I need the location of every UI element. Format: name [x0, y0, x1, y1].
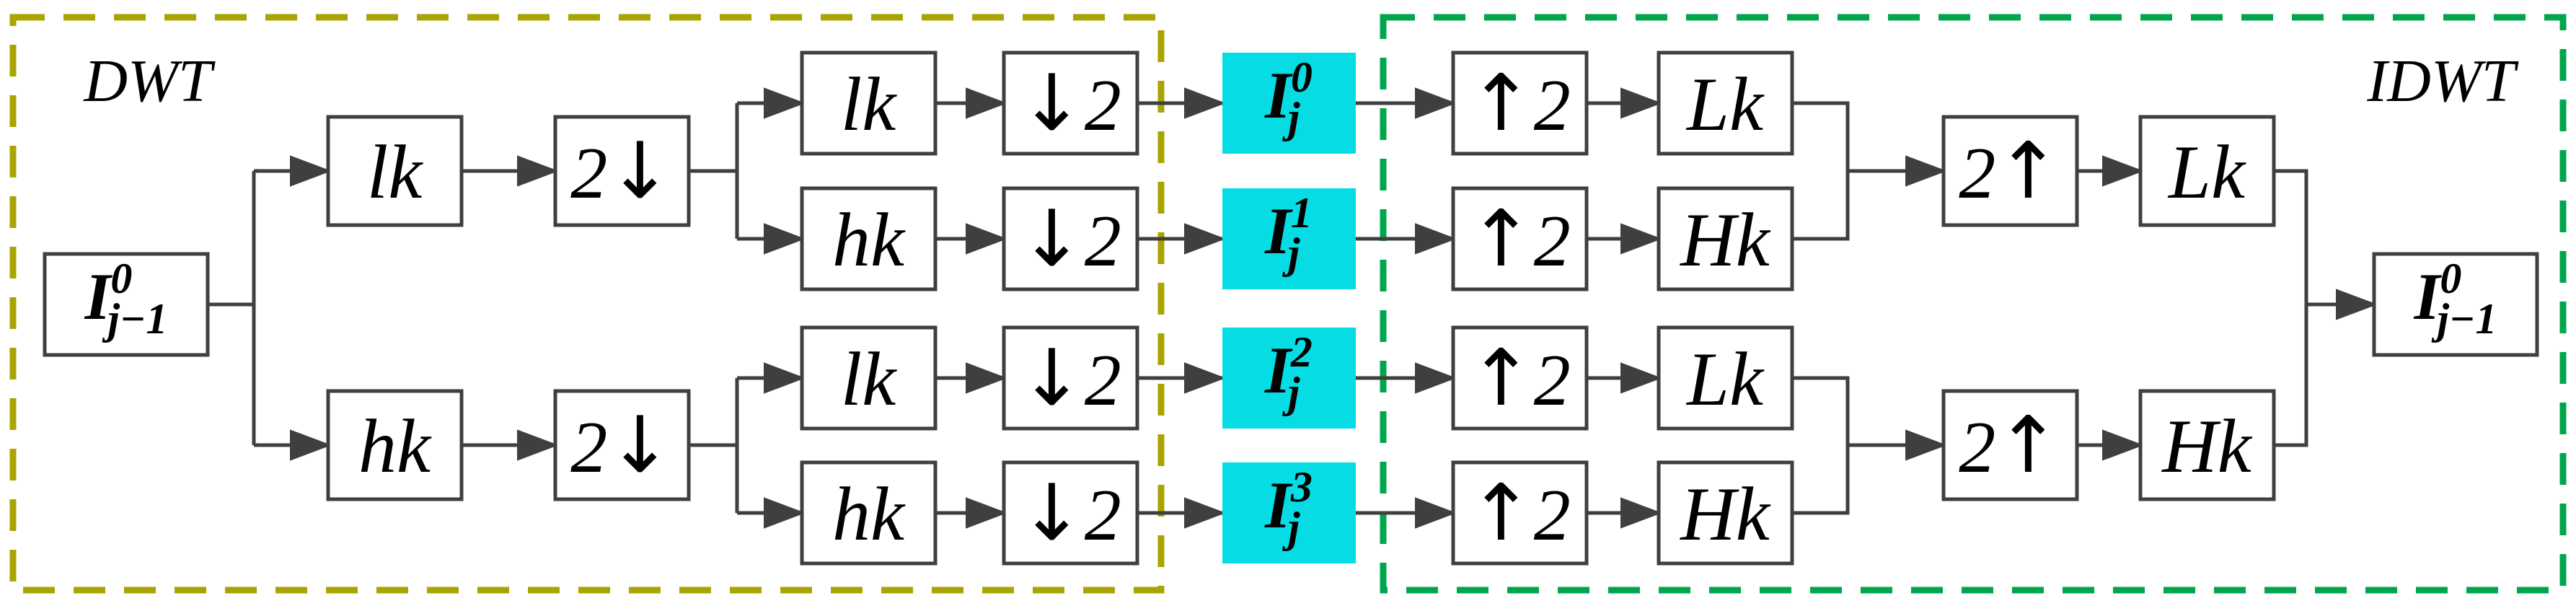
downsample1-bottom-box — [553, 389, 691, 501]
synthfilter-row3-label: Lk — [1685, 337, 1765, 421]
highpass2-label: Hk — [2161, 404, 2253, 488]
connectors — [208, 87, 2378, 529]
node-filter2-row3: lk — [800, 325, 938, 431]
node-upsample2-top: 2↑ — [1941, 115, 2079, 227]
lowpass2-label: Lk — [2167, 130, 2246, 214]
dwt-region-title: DWT — [83, 48, 216, 115]
filter2-row3-label: lk — [841, 337, 897, 421]
node-filter2-row2: hk — [800, 186, 938, 291]
node-lowpass-level1: lk — [326, 115, 464, 227]
node-upsample1-row2: ↑2 — [1451, 186, 1589, 291]
dwt-region-boundary — [9, 14, 1165, 594]
synthfilter-row1-label: Lk — [1685, 62, 1765, 146]
highpass2-box — [2138, 389, 2276, 501]
subband-1-box — [1222, 188, 1356, 289]
output-box — [2372, 252, 2539, 357]
node-highpass-level1: hk — [326, 389, 464, 501]
node-highpass-level2: Hk — [2138, 389, 2276, 501]
filter2-row3-box — [800, 325, 938, 431]
lowpass1-box — [326, 115, 464, 227]
node-synthfilter-row3: Lk — [1657, 325, 1794, 431]
node-filter2-row1: lk — [800, 50, 938, 156]
filter2-row1-box — [800, 50, 938, 156]
upsample1-row4-label: ↑2 — [1468, 468, 1571, 558]
filter2-row4-box — [800, 460, 938, 566]
node-downsample1-bottom: 2↓ — [553, 389, 691, 501]
downsample2-row1-box — [1002, 50, 1139, 156]
synthfilter-row4-box — [1657, 460, 1794, 566]
node-synthfilter-row2: Hk — [1657, 186, 1794, 291]
subband-0-box — [1222, 53, 1356, 154]
node-synthfilter-row4: Hk — [1657, 460, 1794, 566]
synthfilter-row2-box — [1657, 186, 1794, 291]
idwt-region-title: IDWT — [2366, 48, 2519, 115]
filter2-row2-box — [800, 186, 938, 291]
upsample2-top-label: 2↑ — [1959, 126, 2061, 216]
highpass1-box — [326, 389, 464, 501]
lowpass1-label: lk — [367, 130, 423, 214]
downsample2-row2-label: ↓2 — [1019, 194, 1121, 284]
synthfilter-row3-box — [1657, 325, 1794, 431]
upsample2-bottom-box — [1941, 389, 2079, 501]
upsample1-row1-label: ↑2 — [1468, 58, 1571, 149]
node-upsample1-row3: ↑2 — [1451, 325, 1589, 431]
downsample1-top-label: 2↓ — [570, 126, 673, 216]
filter2-row4-label: hk — [832, 472, 906, 556]
upsample1-row1-box — [1451, 50, 1589, 156]
downsample2-row4-label: ↓2 — [1019, 468, 1121, 558]
node-filter2-row4: hk — [800, 460, 938, 566]
node-downsample2-row2: ↓2 — [1002, 186, 1139, 291]
node-downsample2-row3: ↓2 — [1002, 325, 1139, 431]
node-upsample1-row1: ↑2 — [1451, 50, 1589, 156]
node-upsample2-bottom: 2↑ — [1941, 389, 2079, 501]
downsample1-top-box — [553, 115, 691, 227]
filter2-row2-label: hk — [832, 198, 906, 282]
idwt-region-boundary — [1380, 14, 2567, 594]
node-downsample2-row1: ↓2 — [1002, 50, 1139, 156]
synthfilter-row4-label: Hk — [1679, 472, 1771, 556]
upsample1-row4-box — [1451, 460, 1589, 566]
merge-bracket-bottom — [1792, 376, 1850, 515]
node-downsample2-row4: ↓2 — [1002, 460, 1139, 566]
upsample1-row2-box — [1451, 186, 1589, 291]
upsample1-row3-label: ↑2 — [1468, 333, 1571, 423]
highpass1-label: hk — [358, 404, 432, 488]
upsample1-row3-box — [1451, 325, 1589, 431]
synthfilter-row2-label: Hk — [1679, 198, 1771, 282]
synthfilter-row1-box — [1657, 50, 1794, 156]
upsample1-row2-label: ↑2 — [1468, 194, 1571, 284]
upsample2-top-box — [1941, 115, 2079, 227]
node-synthfilter-row1: Lk — [1657, 50, 1794, 156]
downsample2-row3-box — [1002, 325, 1139, 431]
upsample2-bottom-label: 2↑ — [1959, 400, 2061, 491]
node-downsample1-top: 2↓ — [553, 115, 691, 227]
downsample2-row3-label: ↓2 — [1019, 333, 1121, 423]
subband-2-box — [1222, 328, 1356, 429]
node-upsample1-row4: ↑2 — [1451, 460, 1589, 566]
filter2-row1-label: lk — [841, 62, 897, 146]
lowpass2-box — [2138, 115, 2276, 227]
node-lowpass-level2: Lk — [2138, 115, 2276, 227]
downsample2-row2-box — [1002, 186, 1139, 291]
downsample1-bottom-label: 2↓ — [570, 400, 673, 491]
merge-bracket-top — [1792, 101, 1850, 241]
downsample2-row1-label: ↓2 — [1019, 58, 1121, 149]
merge-bracket-final — [2274, 169, 2308, 447]
downsample2-row4-box — [1002, 460, 1139, 566]
subband-3-box — [1222, 462, 1356, 563]
input-box — [43, 252, 210, 357]
